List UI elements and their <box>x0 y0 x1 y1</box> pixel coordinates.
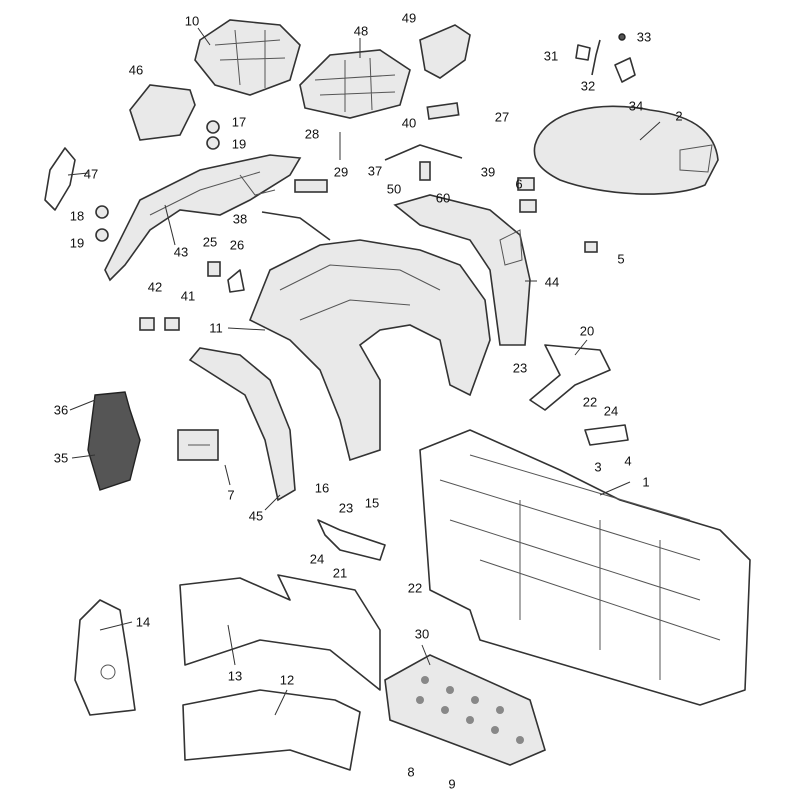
part-grommet-19b <box>95 228 109 242</box>
callout-29: 29 <box>333 164 349 180</box>
part-tube-38 <box>261 211 331 241</box>
callout-28: 28 <box>304 126 320 142</box>
callout-36: 36 <box>53 402 69 418</box>
callout-24b: 24 <box>309 551 325 567</box>
part-bolt-33 <box>618 33 626 41</box>
callout-60: 60 <box>435 190 451 206</box>
part-clip-34 <box>614 57 636 83</box>
part-26 <box>227 269 245 293</box>
callout-40: 40 <box>401 115 417 131</box>
leader-lines <box>67 27 661 716</box>
callout-27: 27 <box>494 109 510 125</box>
part-side-panel-43 <box>104 154 302 282</box>
callout-10: 10 <box>184 13 200 29</box>
part-25 <box>207 261 221 277</box>
part-bracket-20 <box>529 344 611 411</box>
callout-50: 50 <box>386 181 402 197</box>
callout-32: 32 <box>580 78 596 94</box>
callout-23b: 23 <box>338 500 354 516</box>
callout-2: 2 <box>675 108 683 124</box>
part-guard-13 <box>179 574 381 691</box>
part-bracket-31 <box>575 44 591 61</box>
callout-31: 31 <box>543 48 559 64</box>
part-grommet-19 <box>206 136 220 150</box>
callout-15: 15 <box>364 495 380 511</box>
part-cable-32 <box>591 39 601 76</box>
part-41 <box>164 317 180 331</box>
part-front-rack <box>299 49 411 119</box>
callout-23: 23 <box>512 360 528 376</box>
callout-35: 35 <box>53 450 69 466</box>
part-grommet-17 <box>206 120 220 134</box>
callout-24: 24 <box>603 403 619 419</box>
callout-1: 1 <box>642 474 650 490</box>
part-reflector-47 <box>44 147 76 211</box>
callout-46: 46 <box>128 62 144 78</box>
callout-25: 25 <box>202 234 218 250</box>
callout-48: 48 <box>353 23 369 39</box>
callout-11: 11 <box>209 320 223 336</box>
callout-5: 5 <box>617 251 625 267</box>
callout-26: 26 <box>229 237 245 253</box>
part-bumper-5 <box>584 241 598 253</box>
part-panel-46 <box>129 84 196 141</box>
callout-44: 44 <box>544 274 560 290</box>
callout-16: 16 <box>314 480 330 496</box>
part-seat <box>533 105 719 195</box>
callout-37: 37 <box>367 163 383 179</box>
callout-43: 43 <box>173 244 189 260</box>
part-grommet-18 <box>95 205 109 219</box>
footrest-holes <box>416 676 524 744</box>
part-mudflap-35 <box>87 391 141 491</box>
callout-12: 12 <box>279 672 295 688</box>
part-front-fender-44 <box>393 194 531 346</box>
callout-19b: 19 <box>69 235 85 251</box>
part-main-body-11 <box>248 239 491 462</box>
part-guard-14 <box>74 599 136 716</box>
part-rear-rack <box>194 19 301 96</box>
callout-4: 4 <box>624 453 632 469</box>
part-42 <box>139 317 155 331</box>
callout-6: 6 <box>515 176 523 192</box>
callout-22: 22 <box>582 394 598 410</box>
callout-34: 34 <box>628 98 644 114</box>
callout-17: 17 <box>231 114 247 130</box>
callout-39: 39 <box>480 164 496 180</box>
part-cover <box>419 24 471 79</box>
part-guard-12 <box>182 689 361 771</box>
callout-19: 19 <box>231 136 247 152</box>
part-bumper <box>519 199 537 213</box>
part-bumper-6 <box>517 177 535 191</box>
part-pad <box>294 179 328 193</box>
callout-49: 49 <box>401 10 417 26</box>
part-footrest-30 <box>384 654 546 766</box>
part-tube-37 <box>384 144 463 161</box>
callout-22b: 22 <box>407 580 423 596</box>
part-pad-40 <box>426 102 460 120</box>
part-bracket-3 <box>584 424 629 446</box>
callout-21: 21 <box>332 565 348 581</box>
part-frame-1 <box>419 429 751 706</box>
callout-7: 7 <box>227 487 235 503</box>
part-fender-flare-45 <box>188 347 296 502</box>
callout-14: 14 <box>135 614 151 630</box>
callout-8: 8 <box>407 764 415 780</box>
callout-30: 30 <box>414 626 430 642</box>
callout-42: 42 <box>147 279 163 295</box>
callout-45: 45 <box>248 508 264 524</box>
callout-41: 41 <box>180 288 196 304</box>
callout-20: 20 <box>579 323 595 339</box>
part-clip-50 <box>419 161 431 181</box>
part-bracket-21 <box>317 519 386 561</box>
callout-18: 18 <box>69 208 85 224</box>
callout-13: 13 <box>227 668 243 684</box>
callout-33: 33 <box>636 29 652 45</box>
callout-47: 47 <box>83 166 99 182</box>
callout-3: 3 <box>594 459 602 475</box>
callout-38: 38 <box>232 211 248 227</box>
callout-9: 9 <box>448 776 456 792</box>
